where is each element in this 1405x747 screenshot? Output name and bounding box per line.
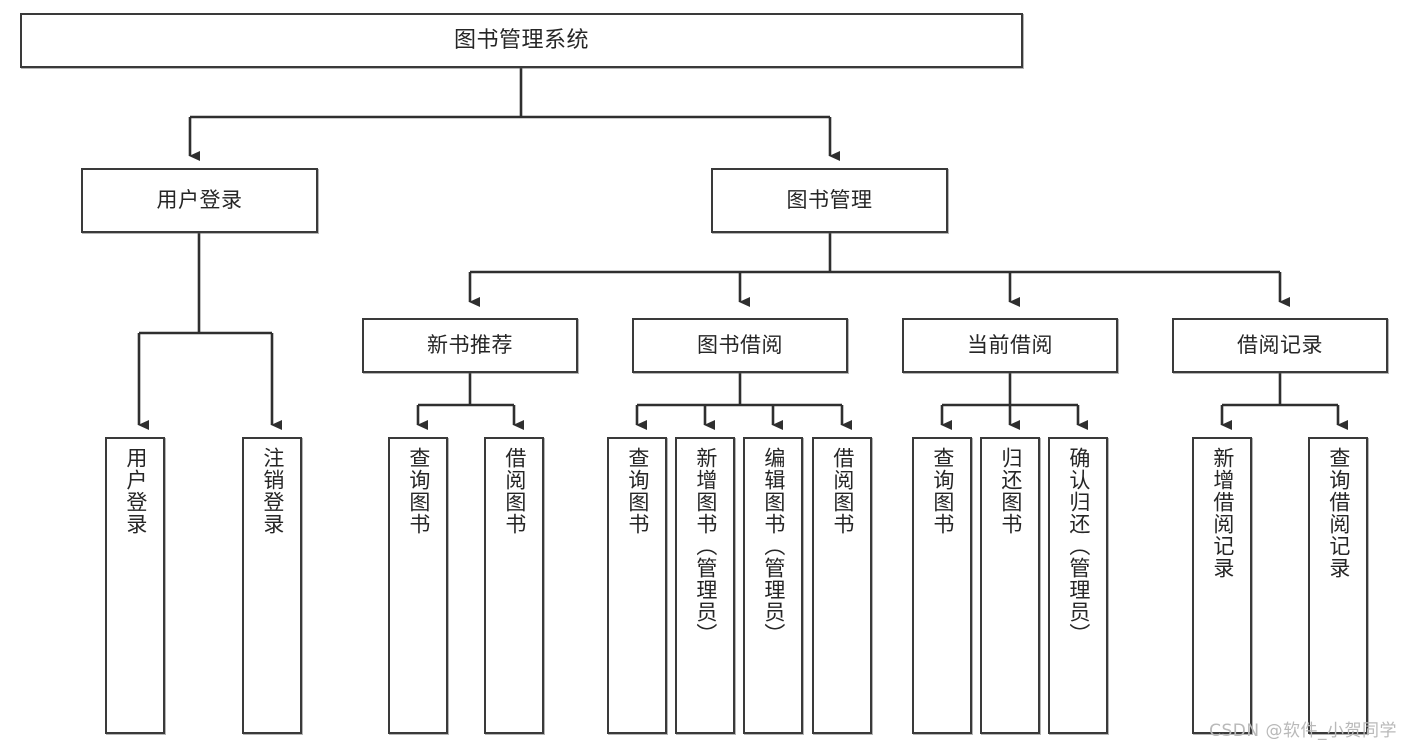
node-label: 新书推荐 [427, 333, 513, 358]
leaf-user-login-logout[interactable]: 注销登录 [242, 437, 302, 734]
node-label: 图书管理系统 [453, 27, 589, 53]
node-user-login[interactable]: 用户登录 [81, 168, 318, 233]
leaf-current-confirm-return-admin[interactable]: 确认归还（管理员） [1048, 437, 1108, 734]
leaf-record-add-record[interactable]: 新增借阅记录 [1192, 437, 1252, 734]
node-book-borrow[interactable]: 图书借阅 [632, 318, 848, 373]
node-label: 注销登录 [260, 447, 285, 535]
node-label: 新增借阅记录 [1210, 447, 1235, 579]
leaf-borrow-add-book-admin[interactable]: 新增图书（管理员） [675, 437, 735, 734]
node-label: 确认归还（管理员） [1066, 447, 1091, 645]
node-book-management[interactable]: 图书管理 [711, 168, 948, 233]
node-label: 用户登录 [156, 188, 243, 213]
leaf-new-book-query[interactable]: 查询图书 [388, 437, 448, 734]
node-label: 新增图书（管理员） [693, 447, 718, 645]
node-current-borrow[interactable]: 当前借阅 [902, 318, 1118, 373]
node-label: 借阅图书 [830, 447, 855, 535]
node-new-book-recommend[interactable]: 新书推荐 [362, 318, 578, 373]
leaf-current-return-book[interactable]: 归还图书 [980, 437, 1040, 734]
node-label: 图书借阅 [697, 333, 783, 358]
node-label: 查询借阅记录 [1326, 447, 1351, 579]
node-label: 借阅图书 [502, 447, 527, 535]
leaf-borrow-edit-book-admin[interactable]: 编辑图书（管理员） [743, 437, 803, 734]
leaf-new-book-borrow[interactable]: 借阅图书 [484, 437, 544, 734]
leaf-borrow-query-book[interactable]: 查询图书 [607, 437, 667, 734]
node-label: 查询图书 [406, 447, 431, 535]
node-root-system[interactable]: 图书管理系统 [20, 13, 1023, 68]
node-label: 借阅记录 [1237, 333, 1323, 358]
leaf-borrow-borrow-book[interactable]: 借阅图书 [812, 437, 872, 734]
node-label: 当前借阅 [967, 333, 1053, 358]
node-label: 归还图书 [998, 447, 1023, 535]
node-label: 查询图书 [625, 447, 650, 535]
leaf-user-login-login[interactable]: 用户登录 [105, 437, 165, 734]
node-label: 编辑图书（管理员） [761, 447, 786, 645]
leaf-record-query-record[interactable]: 查询借阅记录 [1308, 437, 1368, 734]
node-label: 查询图书 [930, 447, 955, 535]
watermark-text: CSDN @软件_小贺同学 [1209, 721, 1397, 741]
node-borrow-record[interactable]: 借阅记录 [1172, 318, 1388, 373]
leaf-current-query-book[interactable]: 查询图书 [912, 437, 972, 734]
node-label: 用户登录 [123, 447, 148, 535]
node-label: 图书管理 [786, 188, 873, 213]
